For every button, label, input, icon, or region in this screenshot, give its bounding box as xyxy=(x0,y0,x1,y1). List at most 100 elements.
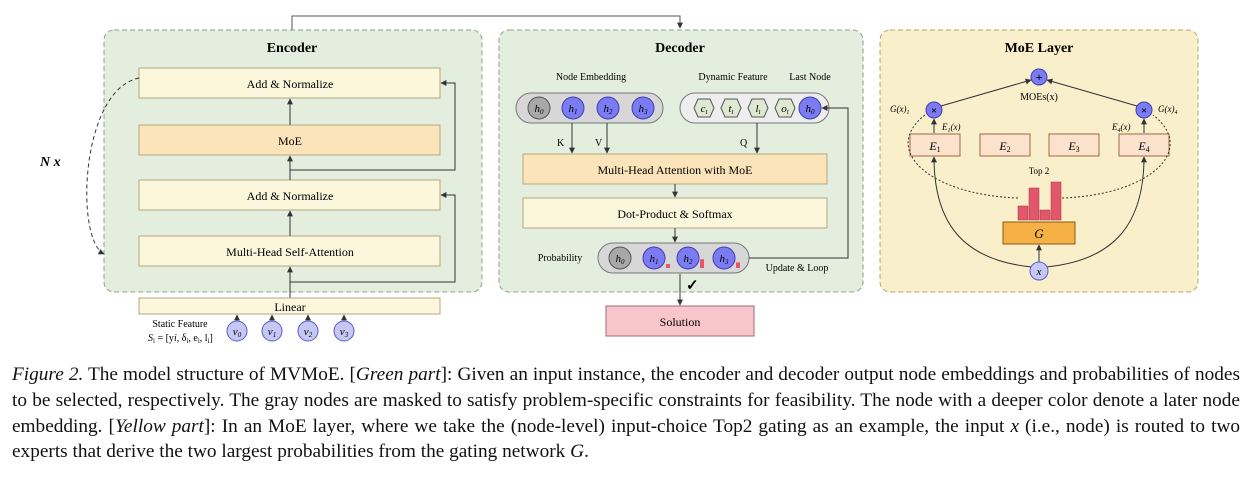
probability-bar-1 xyxy=(666,264,670,268)
input-x-label: x xyxy=(1036,266,1042,278)
dynamic-node-ct: ct xyxy=(693,98,715,118)
sum-node xyxy=(1030,68,1048,86)
gating-bar-2 xyxy=(1039,209,1051,221)
svg-text:×: × xyxy=(931,105,937,117)
svg-text:tt: tt xyxy=(728,103,734,116)
moe-layer-panel: MoE Layer + MOEs(x) × × G(x)1 G(x)4 E1(x… xyxy=(879,29,1199,293)
g1-label: G(x)1 xyxy=(890,104,910,116)
svg-text:E2: E2 xyxy=(998,139,1010,154)
prob-node-h2: h2 xyxy=(676,246,700,270)
svg-text:h1: h1 xyxy=(569,103,578,116)
svg-text:h2: h2 xyxy=(684,253,694,266)
svg-text:E4: E4 xyxy=(1137,139,1149,154)
g4-label: G(x)4 xyxy=(1158,104,1178,116)
dot-product-box xyxy=(522,197,828,229)
input-x-node xyxy=(1029,261,1049,281)
probability-bar-2 xyxy=(700,259,704,268)
add-normalize-bottom-label: Add & Normalize xyxy=(247,189,334,203)
v-label: V xyxy=(595,138,603,149)
probability-bars xyxy=(666,259,740,268)
multiply-node-4 xyxy=(1135,101,1153,119)
moe-output-label: MOEs(x) xyxy=(1020,92,1058,103)
q-label: Q xyxy=(740,138,748,149)
probability-label: Probability xyxy=(538,253,582,264)
svg-text:h0: h0 xyxy=(806,103,816,116)
embed-node-h1: h1 xyxy=(561,96,585,120)
caption-figure-number: Figure 2. xyxy=(12,364,84,385)
dynamic-node-tt: tt xyxy=(720,98,742,118)
moe-layer-title: MoE Layer xyxy=(1005,41,1074,56)
solution-label: Solution xyxy=(660,315,701,329)
svg-text:h0: h0 xyxy=(616,253,626,266)
svg-text:E1: E1 xyxy=(928,139,940,154)
encoder-panel: Encoder Add & Normalize MoE Add & Normal… xyxy=(39,29,483,298)
solution-box xyxy=(605,305,755,337)
input-node-v2: v2 xyxy=(297,314,319,342)
selected-checkmark: ✓ xyxy=(686,278,699,294)
decoder-panel: Decoder Node Embedding Dynamic Feature L… xyxy=(498,29,864,293)
input-node-v0: v0 xyxy=(226,314,248,342)
svg-text:h2: h2 xyxy=(604,103,614,116)
prob-node-h3: h3 xyxy=(712,246,736,270)
last-node-label: Last Node xyxy=(789,72,831,83)
dynamic-node-ot: ot xyxy=(774,98,796,118)
moe-label: MoE xyxy=(278,134,302,148)
svg-text:v2: v2 xyxy=(304,326,313,339)
static-feature-formula: Si = [yi, δi, ei, li] xyxy=(148,333,213,345)
svg-text:v3: v3 xyxy=(340,326,349,339)
mhsa-label: Multi-Head Self-Attention xyxy=(226,245,354,259)
e4x-label: E4(x) xyxy=(1111,122,1131,134)
decoder-title: Decoder xyxy=(655,41,705,56)
encoder-title: Encoder xyxy=(267,41,318,56)
svg-text:v0: v0 xyxy=(233,326,242,339)
last-node-h0: h0 xyxy=(798,96,822,120)
svg-text:ot: ot xyxy=(781,103,790,116)
dynamic-feature-label: Dynamic Feature xyxy=(698,72,768,83)
svg-text:h0: h0 xyxy=(535,103,545,116)
encoder-inputs: v0 v1 v2 v3 xyxy=(226,314,355,342)
svg-text:lt: lt xyxy=(755,103,761,116)
svg-text:h3: h3 xyxy=(720,253,730,266)
expert-e3: E3 xyxy=(1048,133,1100,157)
svg-text:+: + xyxy=(1036,70,1043,84)
svg-text:E3: E3 xyxy=(1067,139,1079,154)
moe-box xyxy=(138,124,441,156)
update-loop-arrow xyxy=(749,105,849,259)
input-node-v3: v3 xyxy=(333,314,355,342)
embed-node-h3: h3 xyxy=(631,96,655,120)
expert-e4: E4 xyxy=(1118,133,1170,157)
node-embedding-label: Node Embedding xyxy=(556,72,626,83)
svg-text:v1: v1 xyxy=(268,326,276,339)
node-embedding-capsule xyxy=(515,92,664,124)
probability-bar-3 xyxy=(736,262,740,268)
dynamic-node-lt: lt xyxy=(747,98,769,118)
embed-node-h0: h0 xyxy=(527,96,551,120)
svg-text:h1: h1 xyxy=(650,253,659,266)
input-node-v1: v1 xyxy=(261,314,283,342)
gating-probability-bars xyxy=(1017,181,1062,221)
svg-text:h3: h3 xyxy=(639,103,649,116)
add-normalize-top-label: Add & Normalize xyxy=(247,77,334,91)
repeat-loop-arrow xyxy=(86,77,140,255)
multiply-node-1 xyxy=(925,101,943,119)
e1x-label: E1(x) xyxy=(941,122,961,134)
expert-e2: E2 xyxy=(979,133,1031,157)
gating-bar-3 xyxy=(1050,181,1062,221)
svg-text:ct: ct xyxy=(701,103,709,116)
figure-caption: Figure 2. The model structure of MVMoE. … xyxy=(12,364,1241,463)
model-structure-diagram: Encoder Add & Normalize MoE Add & Normal… xyxy=(39,15,1199,345)
mha-moe-label: Multi-Head Attention with MoE xyxy=(598,163,753,177)
prob-node-h1: h1 xyxy=(642,246,666,270)
gating-bar-0 xyxy=(1017,205,1029,221)
top2-label: Top 2 xyxy=(1029,166,1050,176)
gating-network-label: G xyxy=(1034,226,1044,241)
gating-network-box xyxy=(1002,221,1076,245)
repeat-label: N x xyxy=(39,155,61,170)
prob-node-h0: h0 xyxy=(608,246,632,270)
expert-e1: E1 xyxy=(909,133,961,157)
gating-bar-1 xyxy=(1028,187,1040,221)
static-feature-label: Static Feature xyxy=(152,319,208,330)
encoder-to-decoder-connector xyxy=(291,15,683,32)
add-normalize-bottom-box xyxy=(138,179,441,211)
dot-product-label: Dot-Product & Softmax xyxy=(617,207,732,221)
